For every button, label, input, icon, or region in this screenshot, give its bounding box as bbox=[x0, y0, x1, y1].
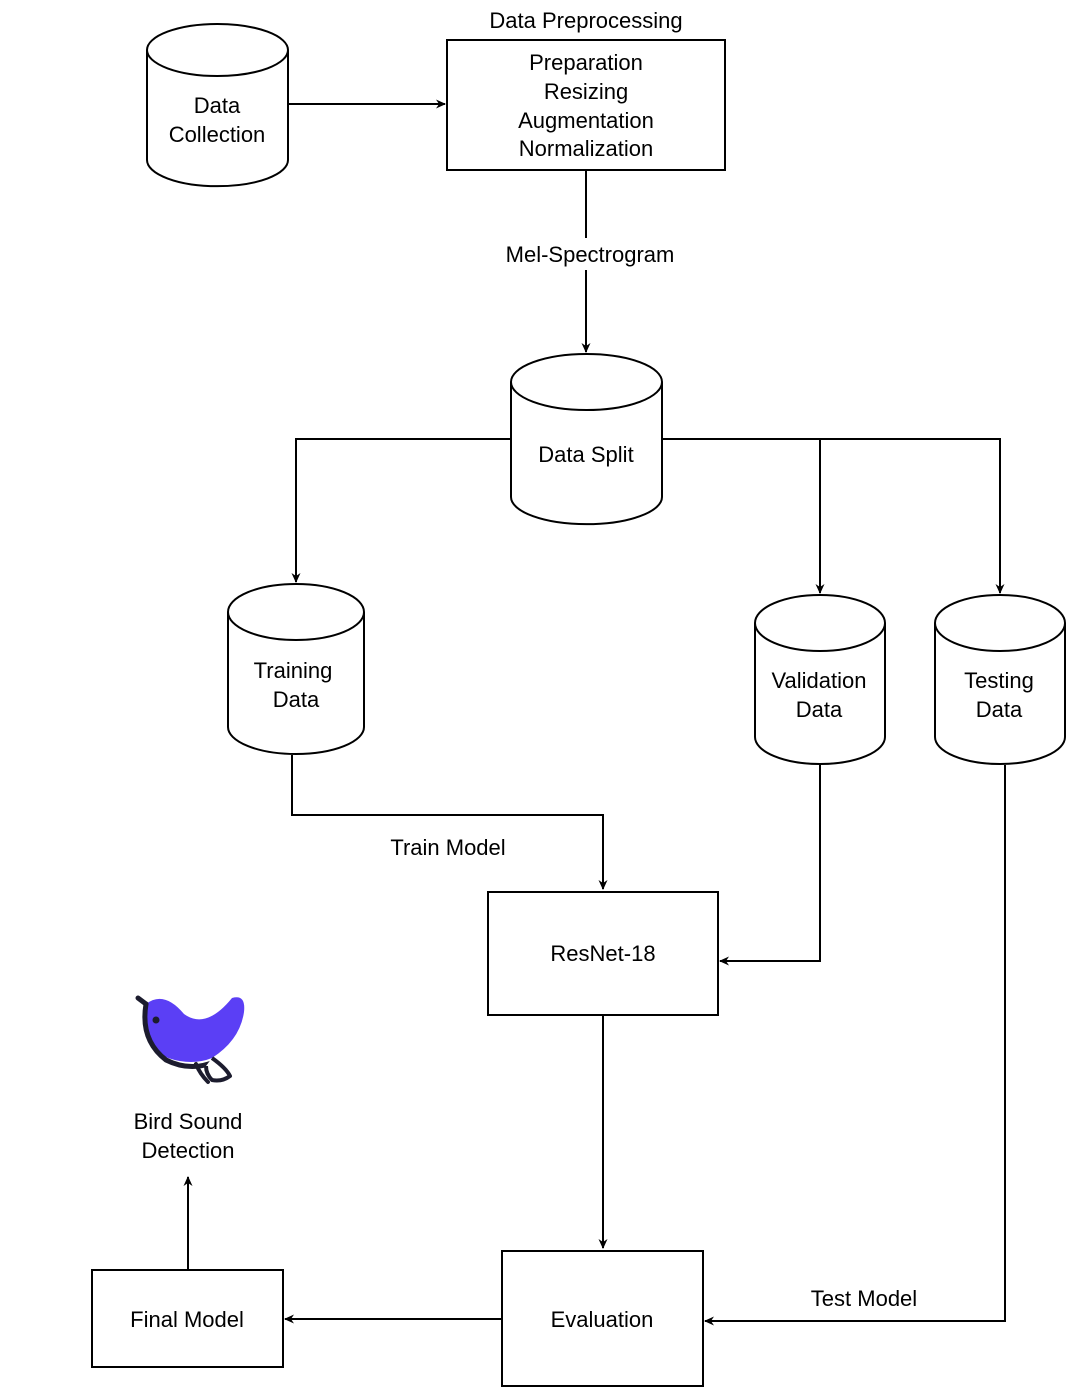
training-data-label-2: Data bbox=[273, 687, 320, 712]
data-collection-label-1: Data bbox=[194, 93, 241, 118]
testing-data-label-2: Data bbox=[976, 697, 1023, 722]
preprocessing-step-3: Augmentation bbox=[518, 108, 654, 133]
resnet-node: ResNet-18 bbox=[487, 891, 719, 1016]
data-collection-node: Data Collection bbox=[146, 23, 289, 188]
preprocessing-node: Data Preprocessing Preparation Resizing … bbox=[446, 8, 726, 171]
preprocessing-title: Data Preprocessing bbox=[489, 8, 682, 33]
mel-spectrogram-label: Mel-Spectrogram bbox=[506, 242, 675, 267]
arrow-split-to-validation bbox=[662, 438, 825, 594]
final-model-node: Final Model bbox=[91, 1269, 284, 1368]
data-split-label: Data Split bbox=[538, 442, 633, 467]
training-data-node: Training Data bbox=[227, 583, 365, 755]
preprocessing-step-1: Preparation bbox=[529, 50, 643, 75]
validation-data-label-1: Validation bbox=[772, 668, 867, 693]
final-model-label: Final Model bbox=[130, 1307, 244, 1332]
output-label-2: Detection bbox=[142, 1138, 235, 1163]
arrow-split-to-testing bbox=[820, 438, 1005, 594]
bird-icon bbox=[135, 995, 245, 1084]
connectors bbox=[183, 99, 1006, 1326]
data-split-node: Data Split bbox=[510, 353, 663, 526]
test-model-label: Test Model bbox=[811, 1286, 917, 1311]
data-collection-label-2: Collection bbox=[169, 122, 266, 147]
arrow-training-to-resnet bbox=[291, 755, 608, 890]
evaluation-node: Evaluation bbox=[501, 1250, 704, 1387]
arrow-validation-to-resnet bbox=[719, 765, 821, 966]
resnet-label: ResNet-18 bbox=[550, 941, 655, 966]
train-model-label: Train Model bbox=[390, 835, 505, 860]
arrow-testing-to-evaluation bbox=[704, 765, 1006, 1326]
arrow-split-to-training bbox=[291, 438, 511, 583]
preprocessing-step-2: Resizing bbox=[544, 79, 628, 104]
evaluation-label: Evaluation bbox=[551, 1307, 654, 1332]
preprocessing-step-4: Normalization bbox=[519, 136, 654, 161]
output-label-1: Bird Sound bbox=[134, 1109, 243, 1134]
training-data-label-1: Training bbox=[254, 658, 333, 683]
testing-data-label-1: Testing bbox=[964, 668, 1034, 693]
validation-data-node: Validation Data bbox=[754, 594, 886, 765]
validation-data-label-2: Data bbox=[796, 697, 843, 722]
testing-data-node: Testing Data bbox=[934, 594, 1066, 765]
